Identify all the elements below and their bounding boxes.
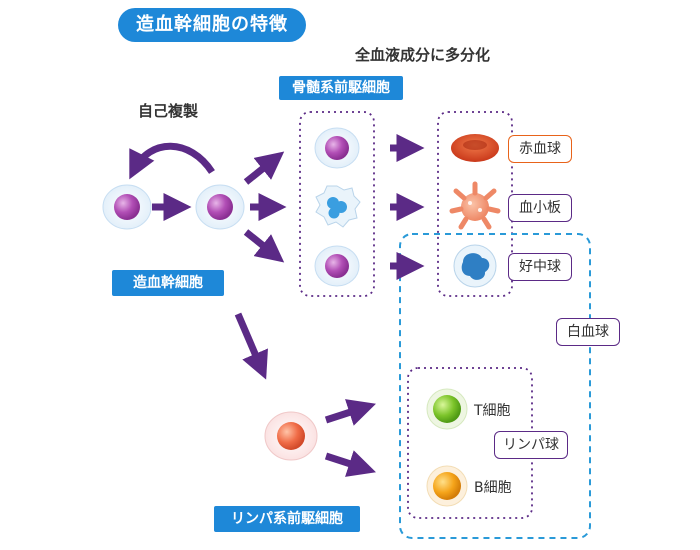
lymphoid-progenitor-cell <box>264 411 318 461</box>
b-cell-label: B細胞 <box>474 480 512 496</box>
myeloid-progenitor-box <box>299 111 375 297</box>
hsc-cell-left <box>102 184 152 230</box>
red-blood-cell <box>451 134 499 162</box>
lymphoid-to-b-arrow <box>324 450 376 477</box>
hsc-to-myeloid-arrow-1 <box>243 151 285 185</box>
differentiation-label: 全血液成分に多分化 <box>355 46 491 64</box>
neutrophil-label: 好中球 <box>508 253 572 281</box>
platelet-cell <box>449 181 501 230</box>
self-renewal-arrow <box>129 142 215 180</box>
myeloid-progenitor-cell-bottom <box>314 245 360 287</box>
platelet-label: 血小板 <box>508 194 572 222</box>
rbc-label: 赤血球 <box>508 135 572 163</box>
t-cell <box>426 388 468 430</box>
hsc-cell-right <box>195 184 245 230</box>
myeloid-progenitor-cell-top <box>314 127 360 169</box>
page-title: 造血幹細胞の特徴 <box>118 8 306 42</box>
t-cell-label: T細胞 <box>474 403 511 419</box>
lymphocyte-label: リンパ球 <box>494 431 568 459</box>
hsc-to-myeloid-arrow-3 <box>243 229 285 263</box>
b-cell <box>426 465 468 507</box>
wbc-label: 白血球 <box>556 318 620 346</box>
lymphoid-progenitor-label: リンパ系前駆細胞 <box>214 506 360 532</box>
myeloid-progenitor-label: 骨髄系前駆細胞 <box>279 76 403 100</box>
lymphoid-to-t-arrow <box>324 399 376 426</box>
white-blood-cell-box <box>399 233 591 539</box>
megakaryocyte-cell <box>315 185 361 228</box>
hsc-label: 造血幹細胞 <box>112 270 224 296</box>
neutrophil-cell <box>453 244 497 288</box>
hsc-to-lymphoid-arrow <box>234 312 268 380</box>
self-renewal-label: 自己複製 <box>138 102 199 120</box>
